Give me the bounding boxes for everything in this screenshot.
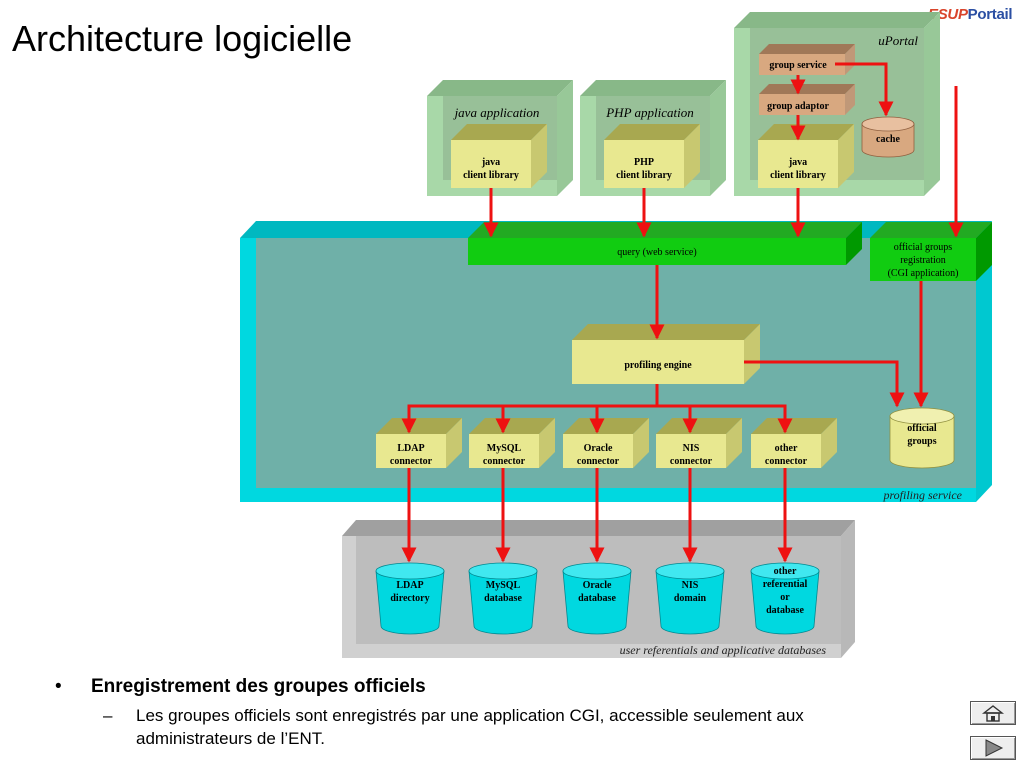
- bullet-subitem-text: Les groupes officiels sont enregistrés p…: [136, 706, 804, 748]
- php-application-label: PHP application: [605, 105, 694, 120]
- profiling-engine-box: profiling engine: [572, 324, 760, 384]
- db-ldap-line1: LDAP: [396, 580, 423, 591]
- connector-other: other connector: [751, 418, 837, 468]
- arrow-service-to-cache: [835, 62, 894, 117]
- connector-ldap-line1: LDAP: [397, 443, 424, 454]
- php-lib-line2: client library: [616, 170, 672, 181]
- java-lib-line1: java: [481, 157, 500, 168]
- db-nis-line2: domain: [674, 593, 707, 604]
- uportal-java-client-library-box: java client library: [758, 124, 854, 188]
- uportal-lib-line2: client library: [770, 170, 826, 181]
- uportal-label: uPortal: [878, 33, 918, 48]
- bullet-heading: • Enregistrement des groupes officiels: [55, 676, 955, 698]
- arrow-engine-to-groups: [744, 360, 905, 408]
- db-nis-domain: NIS domain: [655, 562, 725, 635]
- connector-oracle-line1: Oracle: [584, 443, 613, 454]
- query-label: query (web service): [617, 247, 696, 258]
- db-ldap-directory: LDAP directory: [375, 562, 445, 635]
- connector-ldap-line2: connector: [390, 456, 433, 467]
- java-lib-line2: client library: [463, 170, 519, 181]
- query-web-service-bar: query (web service): [468, 222, 862, 265]
- home-icon: [981, 705, 1005, 722]
- db-mysql-line2: database: [484, 593, 522, 604]
- play-icon: [985, 739, 1004, 757]
- home-button[interactable]: [970, 701, 1016, 725]
- bullet-marker: •: [55, 676, 62, 697]
- connector-other-line2: connector: [765, 456, 808, 467]
- db-other-line4: database: [766, 605, 804, 616]
- bullet-subitem: – Les groupes officiels sont enregistrés…: [55, 704, 916, 750]
- arrow-engine-to-ldap: [401, 384, 659, 434]
- official-groups-line1: official: [907, 423, 937, 434]
- connector-oracle-line2: connector: [577, 456, 620, 467]
- registration-box: official groups registration (CGI applic…: [870, 222, 992, 281]
- official-groups-cylinder: official groups: [889, 407, 955, 469]
- next-button[interactable]: [970, 736, 1016, 760]
- logo-part-portail: Portail: [967, 6, 1013, 23]
- group-adaptor-label: group adaptor: [767, 101, 829, 112]
- connector-mysql: MySQL connector: [469, 418, 555, 468]
- db-other-line1: other: [774, 566, 797, 577]
- connector-ldap: LDAP connector: [376, 418, 462, 468]
- registration-line2: registration: [900, 255, 946, 266]
- profiling-engine-label: profiling engine: [624, 360, 692, 371]
- db-other-referential: other referential or database: [750, 562, 820, 635]
- db-oracle-line1: Oracle: [583, 580, 612, 591]
- cache-label: cache: [876, 134, 900, 145]
- bullet-list: • Enregistrement des groupes officiels –…: [55, 676, 955, 750]
- db-other-line2: referential: [763, 579, 808, 590]
- db-other-line3: or: [780, 592, 790, 603]
- php-lib-line1: PHP: [634, 157, 654, 168]
- java-application-label: java application: [453, 105, 540, 120]
- db-oracle-line2: database: [578, 593, 616, 604]
- connector-nis: NIS connector: [656, 418, 742, 468]
- cache-cylinder: cache: [861, 116, 915, 158]
- profiling-service-label: profiling service: [882, 488, 962, 502]
- group-service-label: group service: [769, 60, 827, 71]
- registration-line1: official groups: [894, 242, 953, 253]
- bullet-dash: –: [103, 706, 113, 725]
- bullet-heading-text: Enregistrement des groupes officiels: [91, 676, 426, 697]
- page-title: Architecture logicielle: [12, 18, 353, 59]
- official-groups-line2: groups: [907, 436, 936, 447]
- connector-oracle: Oracle connector: [563, 418, 649, 468]
- db-mysql-line1: MySQL: [486, 580, 521, 591]
- connector-mysql-line1: MySQL: [487, 443, 522, 454]
- db-mysql-database: MySQL database: [468, 562, 538, 635]
- db-oracle-database: Oracle database: [562, 562, 632, 635]
- java-client-library-box: java client library: [451, 124, 547, 188]
- connector-other-line1: other: [775, 443, 798, 454]
- uportal-lib-line1: java: [788, 157, 807, 168]
- databases-label: user referentials and applicative databa…: [620, 643, 827, 657]
- arrows: [401, 62, 964, 563]
- connector-mysql-line2: connector: [483, 456, 526, 467]
- connector-nis-line1: NIS: [683, 443, 700, 454]
- group-service-box: group service: [759, 44, 855, 75]
- php-client-library-box: PHP client library: [604, 124, 700, 188]
- group-adaptor-box: group adaptor: [759, 84, 855, 115]
- arrow-engine-to-other: [657, 404, 793, 434]
- db-ldap-line2: directory: [390, 593, 429, 604]
- registration-line3: (CGI application): [888, 268, 959, 279]
- connector-nis-line2: connector: [670, 456, 713, 467]
- db-nis-line1: NIS: [682, 580, 699, 591]
